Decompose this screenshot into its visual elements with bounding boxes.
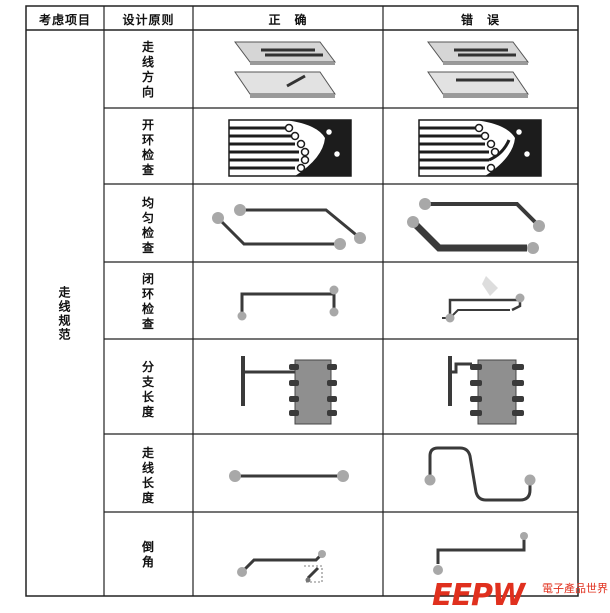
principle-open-loop: 开环检查 [141,118,154,177]
diagram-open-loop-wrong [418,119,542,177]
diagram-closed-loop-correct [237,285,339,321]
diagram-branch-correct [241,356,337,425]
header-correct: 正 确 [268,12,308,27]
eepw-watermark: EEPW 電子產品世界 [432,578,610,613]
diagram-uniform-wrong [407,198,545,254]
diagram-direction-wrong [427,41,529,98]
principle-trace-length: 走线长度 [141,446,154,505]
principle-uniform: 均匀检查 [141,196,154,255]
watermark-logo: EEPW [432,578,525,613]
category-label: 走线规范 [57,286,71,342]
header-principle: 设计原则 [122,12,175,27]
diagram-chamfer-wrong [433,532,528,575]
principle-chamfer: 倒角 [141,540,154,569]
diagram-chamfer-correct [237,550,326,583]
watermark-text: 電子產品世界 [542,582,608,595]
diagram-trace-length-correct [229,470,349,482]
diagram-closed-loop-wrong [442,276,525,323]
header-category: 考虑项目 [38,12,91,27]
diagram-uniform-correct [212,204,366,250]
diagram-open-loop-correct [228,119,352,177]
principle-branch-length: 分支长度 [141,360,154,419]
diagram-branch-wrong [448,356,524,425]
diagram-trace-length-wrong [424,446,536,502]
diagram-direction-correct [234,41,336,98]
principle-closed-loop: 闭环检查 [141,272,154,331]
principle-direction: 走线方向 [141,40,154,99]
header-wrong: 错 误 [460,12,500,27]
